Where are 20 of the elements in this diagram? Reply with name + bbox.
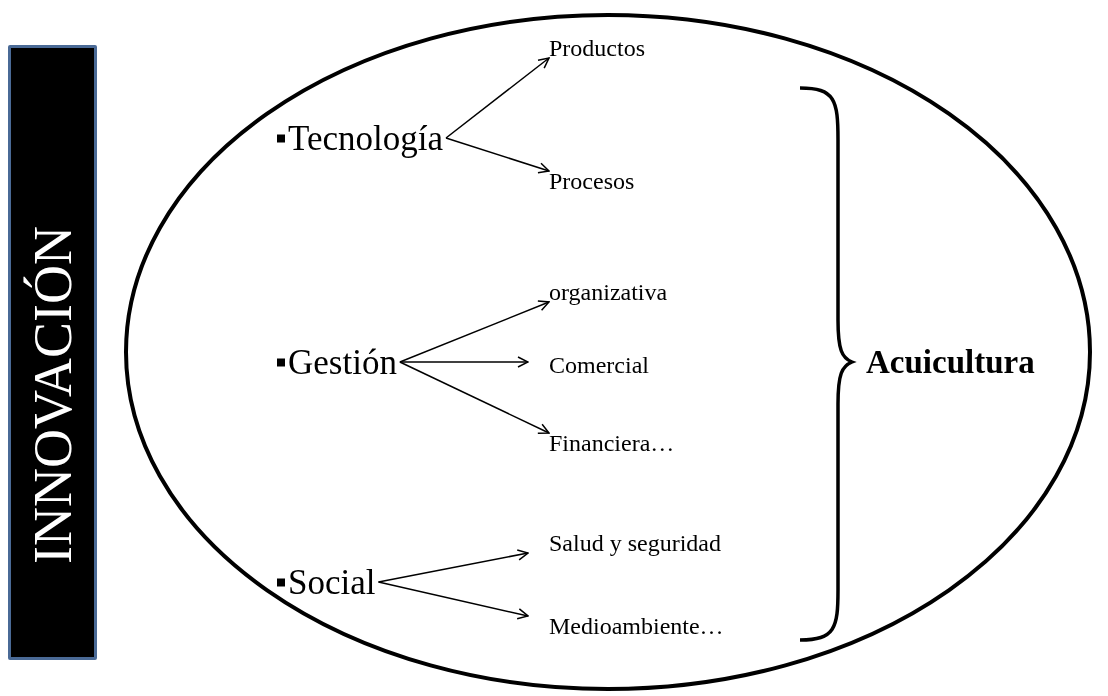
subcategory-label: organizativa	[549, 280, 668, 304]
arrow	[399, 361, 550, 434]
arrow	[399, 356, 529, 368]
title-bar	[8, 45, 97, 660]
result-label: Acuicultura	[866, 345, 1035, 379]
subcategory-label: Salud y seguridad	[528, 531, 721, 555]
subcategory-label: Productos	[549, 36, 645, 60]
category-label: Gestión	[288, 344, 397, 380]
subcategory-label: Medioambiente…	[528, 614, 724, 638]
arrow	[445, 137, 550, 174]
subcategory-label: Financiera…	[549, 431, 675, 455]
arrow	[377, 581, 529, 620]
arrow	[377, 549, 529, 583]
subcategory-label: Procesos	[549, 169, 635, 193]
subcategory-label: Comercial	[528, 353, 649, 377]
vertical-title: INNOVACIÓN	[25, 226, 80, 565]
arrow	[445, 57, 550, 139]
arrow	[399, 300, 550, 363]
category-label: Social	[288, 564, 376, 600]
category-label: Tecnología	[288, 120, 443, 156]
